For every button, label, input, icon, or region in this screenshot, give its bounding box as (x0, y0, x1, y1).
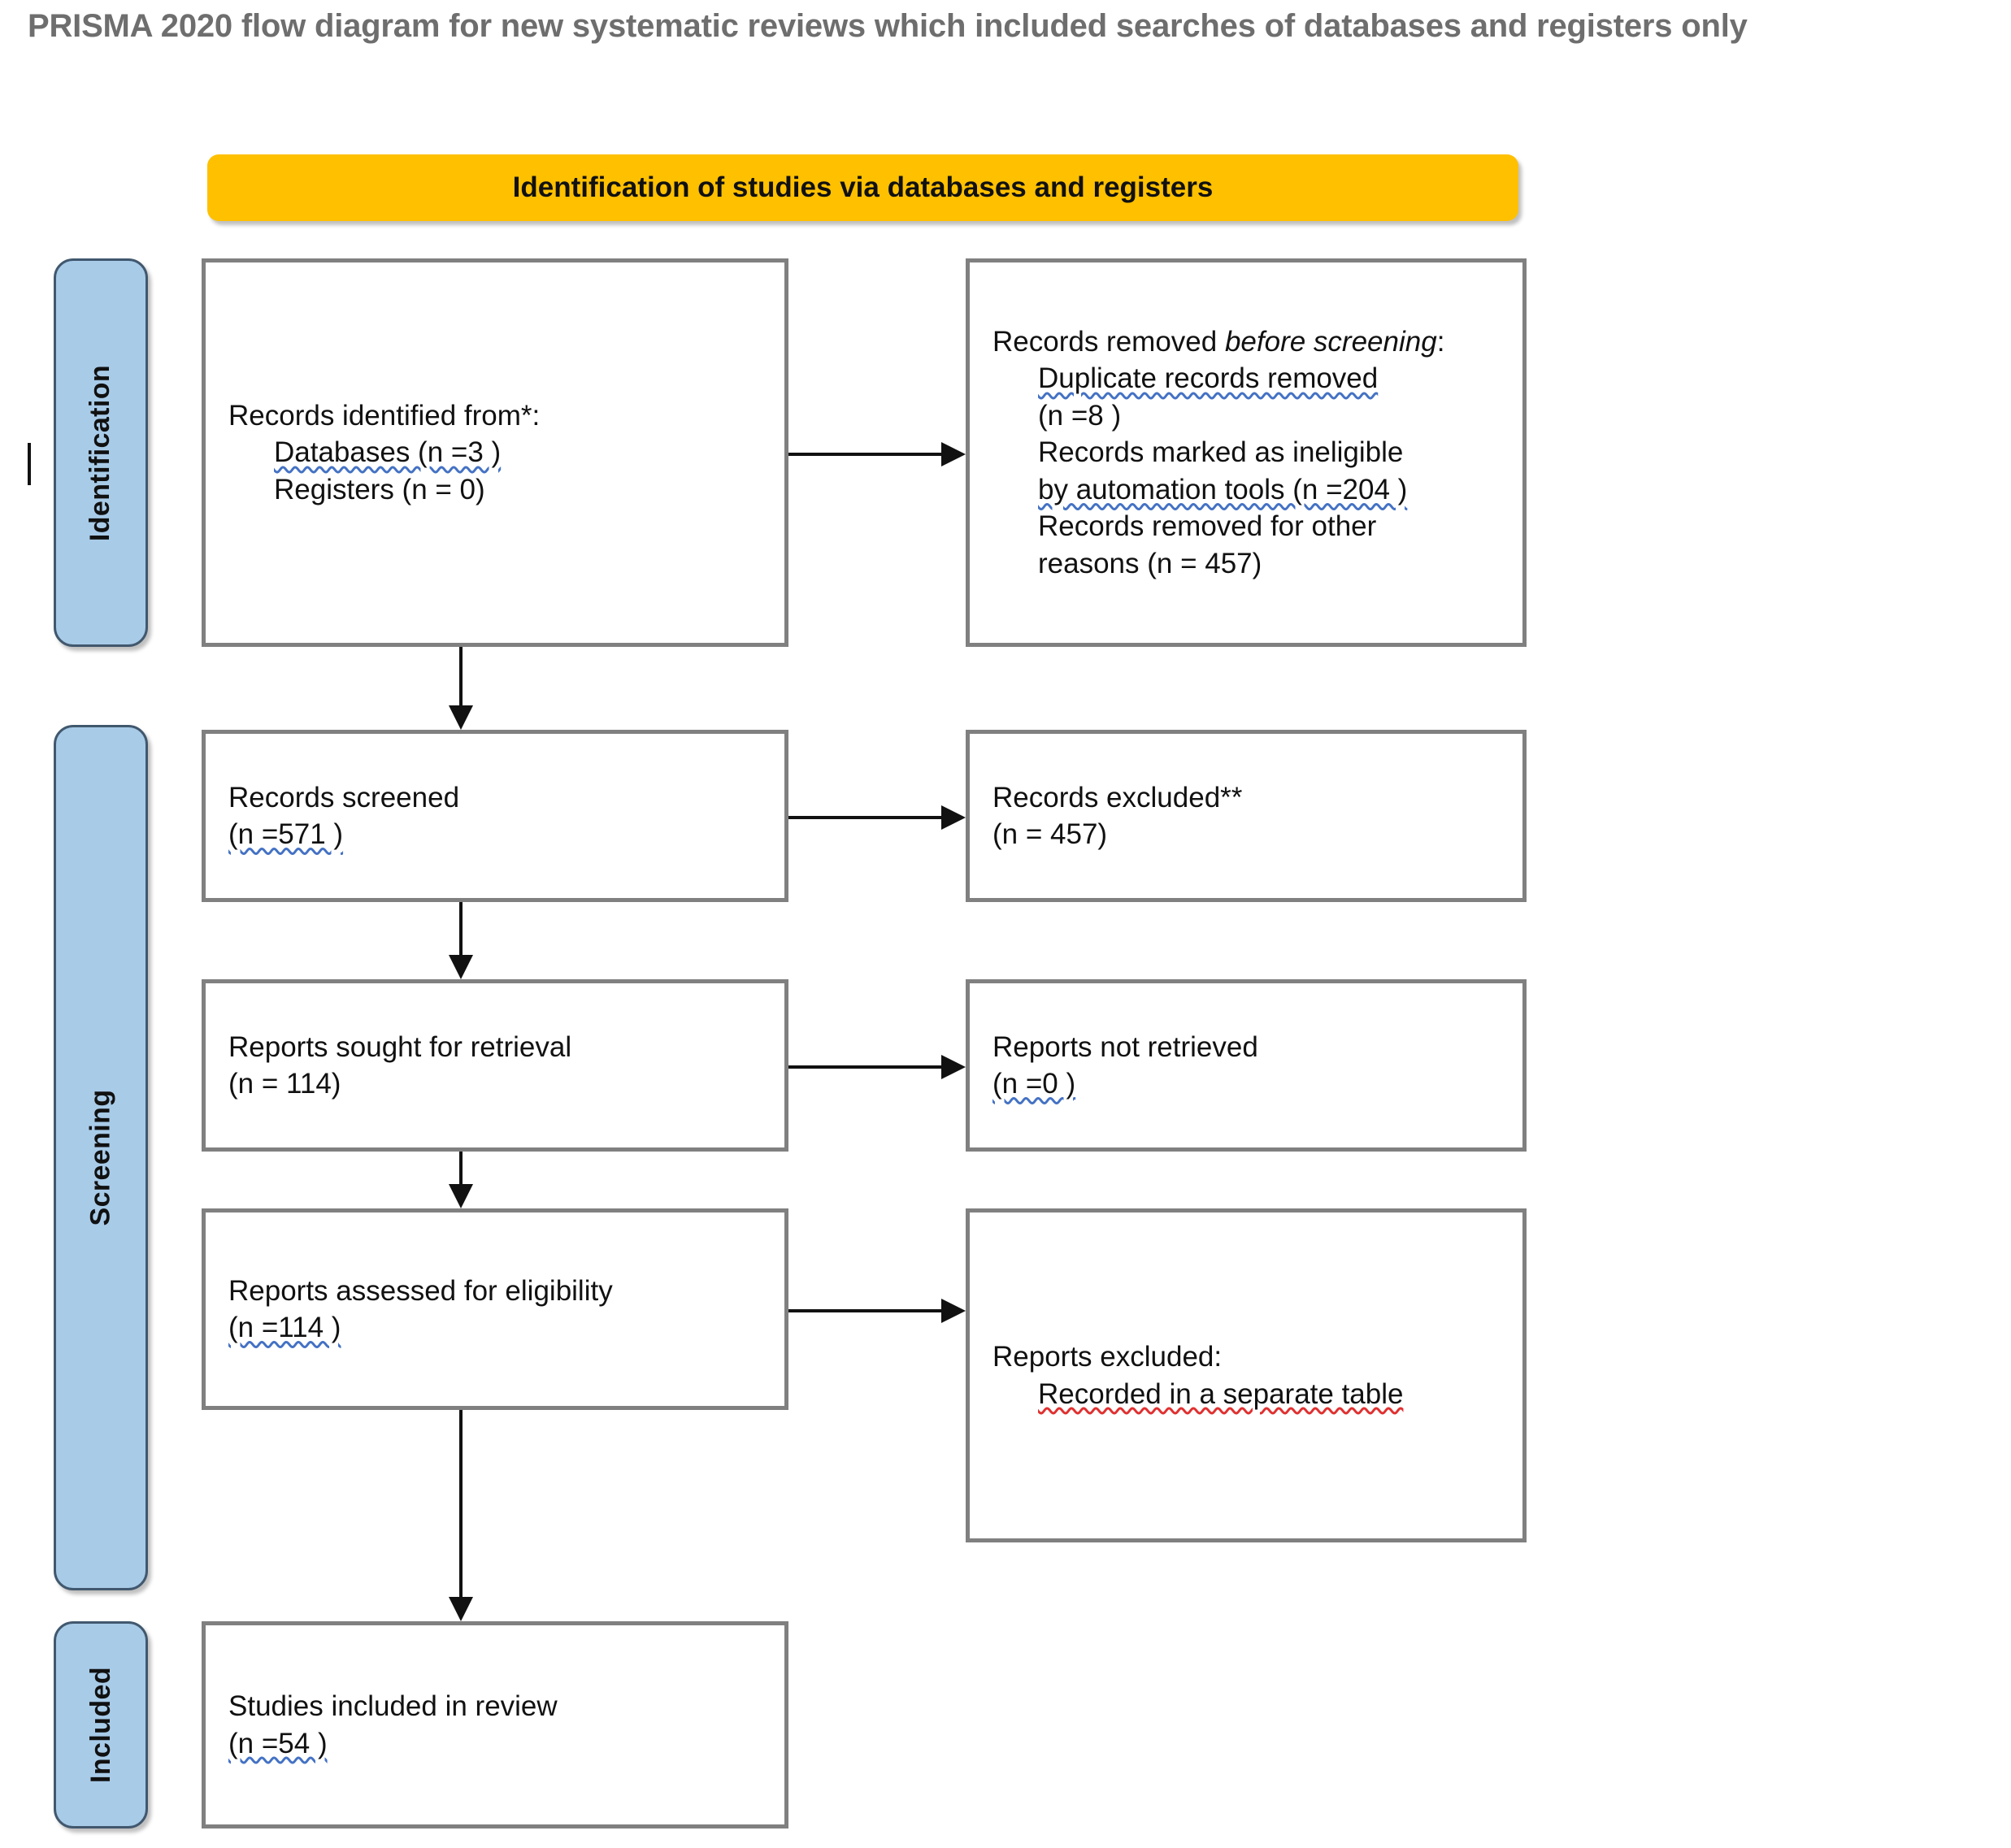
records-screened-count: (n =571 ) (228, 818, 344, 850)
stage-banner: Identification of studies via databases … (207, 154, 1518, 221)
studies-included-count: (n =54 ) (228, 1727, 328, 1759)
reports-excluded-detail: Recorded in a separate table (1038, 1377, 1404, 1410)
box-records-identified: Records identified from*: Databases (n =… (202, 258, 788, 647)
reports-sought-count: (n = 114) (228, 1068, 341, 1100)
records-removed-heading: Records removed before screening: (992, 323, 1500, 361)
records-identified-heading: Records identified from*: (228, 399, 541, 432)
phase-label-screening-text: Screening (85, 1089, 116, 1226)
records-removed-ineligible-a: Records marked as ineligible (1038, 436, 1404, 469)
phase-label-included-text: Included (85, 1667, 116, 1783)
records-removed-heading-italic: before screening (1224, 325, 1437, 358)
records-removed-heading-colon: : (1436, 325, 1445, 358)
records-identified-registers: Registers (n = 0) (274, 473, 485, 505)
records-excluded-heading: Records excluded** (992, 781, 1243, 813)
stage-banner-label: Identification of studies via databases … (512, 171, 1214, 203)
box-reports-assessed: Reports assessed for eligibility (n =114… (202, 1208, 788, 1410)
box-reports-sought: Reports sought for retrieval (n = 114) (202, 979, 788, 1152)
reports-excluded-heading: Reports excluded: (992, 1341, 1223, 1373)
records-removed-other-b: reasons (n = 457) (1038, 547, 1262, 579)
page-title: PRISMA 2020 flow diagram for new systema… (28, 8, 1748, 44)
box-reports-excluded: Reports excluded: Recorded in a separate… (966, 1208, 1527, 1542)
phase-label-identification-text: Identification (85, 364, 116, 541)
phase-label-identification: Identification (54, 258, 148, 647)
records-identified-databases: Databases (n =3 ) (274, 436, 502, 469)
reports-not-retrieved-count: (n =0 ) (992, 1068, 1076, 1100)
phase-label-included: Included (54, 1621, 148, 1828)
box-studies-included: Studies included in review (n =54 ) (202, 1621, 788, 1828)
reports-assessed-heading: Reports assessed for eligibility (228, 1274, 613, 1307)
phase-label-screening: Screening (54, 725, 148, 1590)
records-removed-other-a: Records removed for other (1038, 510, 1377, 543)
studies-included-heading: Studies included in review (228, 1690, 558, 1722)
box-reports-not-retrieved: Reports not retrieved (n =0 ) (966, 979, 1527, 1152)
reports-sought-heading: Reports sought for retrieval (228, 1030, 572, 1063)
box-records-screened: Records screened (n =571 ) (202, 730, 788, 902)
left-tick-mark (28, 443, 31, 485)
records-screened-heading: Records screened (228, 781, 460, 813)
reports-not-retrieved-heading: Reports not retrieved (992, 1030, 1258, 1063)
records-removed-duplicate-a: Duplicate records removed (1038, 362, 1379, 395)
records-removed-ineligible-b: by automation tools (n =204 ) (1038, 473, 1408, 505)
records-removed-heading-plain: Records removed (992, 325, 1225, 358)
records-removed-duplicate-b: (n =8 ) (1038, 399, 1122, 432)
reports-assessed-count: (n =114 ) (228, 1312, 341, 1343)
records-excluded-count: (n = 457) (992, 818, 1108, 850)
box-records-removed: Records removed before screening: Duplic… (966, 258, 1527, 647)
box-records-excluded: Records excluded** (n = 457) (966, 730, 1527, 902)
